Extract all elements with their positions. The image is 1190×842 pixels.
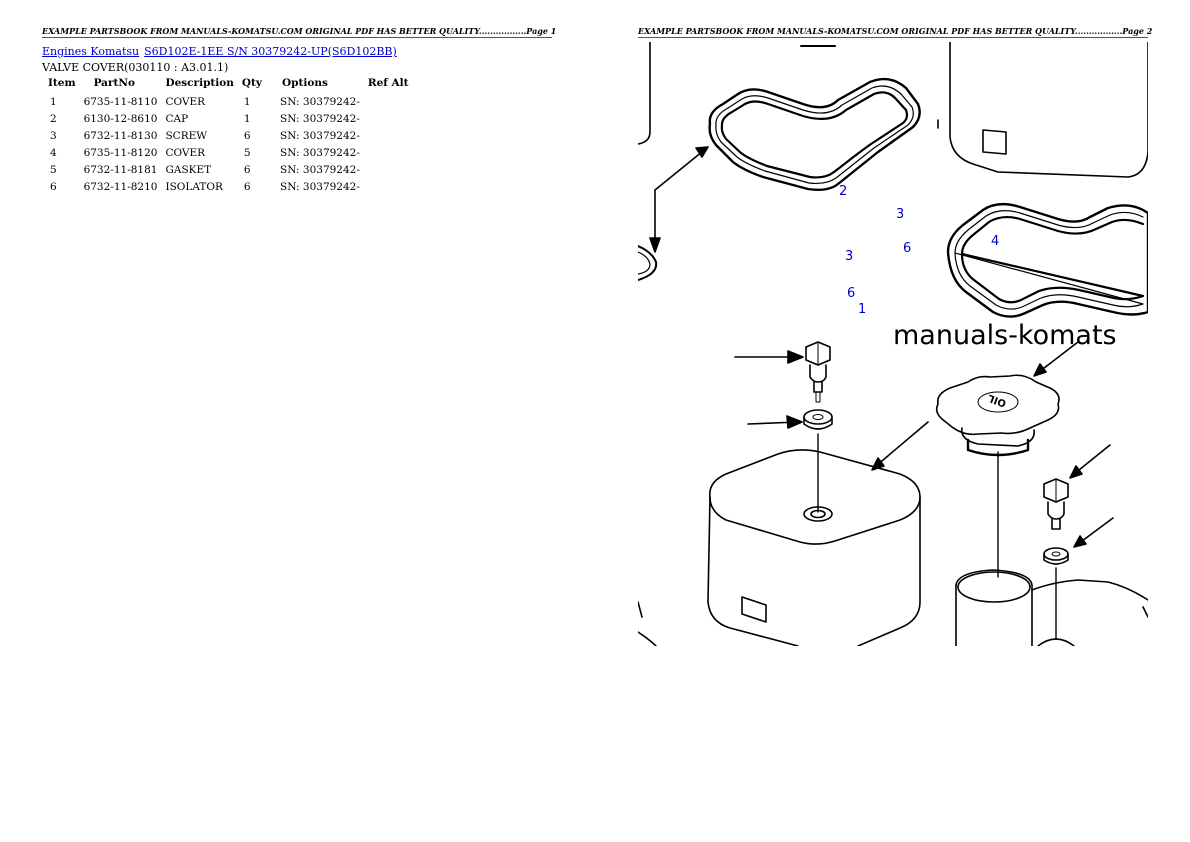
table-row: 2 6130-12-8610 CAP 1 SN: 30379242- bbox=[44, 110, 412, 127]
table-row: 6 6732-11-8210 ISOLATOR 6 SN: 30379242- bbox=[44, 178, 412, 195]
cell-partno: 6732-11-8181 bbox=[83, 163, 158, 176]
col-header-options: Options bbox=[282, 77, 328, 89]
cell-description: GASKET bbox=[165, 163, 212, 176]
callout-4: 4 bbox=[991, 234, 999, 249]
cell-refalt bbox=[364, 127, 413, 144]
gasket-icon bbox=[708, 77, 921, 192]
washer-icon bbox=[1043, 547, 1069, 565]
page-2: EXAMPLE PARTSBOOK FROM MANUALS-KOMATSU.C… bbox=[595, 0, 1190, 842]
callout-3: 3 bbox=[896, 207, 904, 222]
cell-qty: 1 bbox=[243, 95, 251, 108]
col-header-item: Item bbox=[48, 77, 76, 89]
cell-item: 3 bbox=[50, 129, 57, 142]
cell-partno: 6732-11-8210 bbox=[83, 180, 158, 193]
cell-options: SN: 30379242- bbox=[280, 95, 360, 108]
cell-refalt bbox=[364, 178, 413, 195]
page-header: EXAMPLE PARTSBOOK FROM MANUALS-KOMATSU.C… bbox=[42, 26, 557, 38]
cell-item: 5 bbox=[50, 163, 57, 176]
col-header-partno: PartNo bbox=[93, 77, 135, 89]
cell-refalt bbox=[364, 110, 413, 127]
cell-refalt bbox=[364, 93, 413, 110]
cell-qty: 6 bbox=[243, 129, 251, 142]
table-row: 4 6735-11-8120 COVER 5 SN: 30379242- bbox=[44, 144, 412, 161]
oil-cap-icon bbox=[935, 374, 1060, 457]
cell-qty: 5 bbox=[243, 146, 251, 159]
cell-options: SN: 30379242- bbox=[280, 112, 360, 125]
table-row: 1 6735-11-8110 COVER 1 SN: 30379242- bbox=[44, 93, 412, 110]
section-title: VALVE COVER(030110 : A3.01.1) bbox=[42, 61, 229, 74]
callout-6: 6 bbox=[903, 241, 911, 256]
callout-2: 2 bbox=[839, 184, 847, 199]
callout-1: 1 bbox=[858, 302, 866, 317]
table-header-row: Item PartNo Description Qty Options Ref … bbox=[44, 75, 412, 93]
parts-table: Item PartNo Description Qty Options Ref … bbox=[44, 75, 412, 195]
cell-item: 2 bbox=[50, 112, 57, 125]
cell-refalt bbox=[364, 144, 413, 161]
cell-description: CAP bbox=[165, 112, 189, 125]
gasket-icon bbox=[946, 202, 1148, 318]
cell-description: COVER bbox=[165, 95, 206, 108]
valve-cover-icon bbox=[707, 449, 921, 646]
cell-item: 4 bbox=[50, 146, 57, 159]
cell-partno: 6130-12-8610 bbox=[83, 112, 158, 125]
cell-item: 6 bbox=[50, 180, 57, 193]
cap-marking: OIL bbox=[986, 392, 1008, 409]
watermark: manuals-komats bbox=[893, 320, 1117, 351]
page-header: EXAMPLE PARTSBOOK FROM MANUALS-KOMATSU.C… bbox=[638, 26, 1153, 38]
table-row: 5 6732-11-8181 GASKET 6 SN: 30379242- bbox=[44, 161, 412, 178]
table-row: 3 6732-11-8130 SCREW 6 SN: 30379242- bbox=[44, 127, 412, 144]
cell-options: SN: 30379242- bbox=[280, 146, 360, 159]
cell-description: ISOLATOR bbox=[165, 180, 223, 193]
col-header-qty: Qty bbox=[241, 77, 263, 89]
washer-icon bbox=[803, 409, 833, 430]
cell-qty: 1 bbox=[243, 112, 251, 125]
cell-options: SN: 30379242- bbox=[280, 180, 360, 193]
callout-6b: 6 bbox=[847, 286, 855, 301]
page-1: EXAMPLE PARTSBOOK FROM MANUALS-KOMATSU.C… bbox=[42, 26, 557, 195]
bolt-icon bbox=[1043, 478, 1069, 530]
cell-partno: 6732-11-8130 bbox=[83, 129, 158, 142]
cell-partno: 6735-11-8110 bbox=[83, 95, 158, 108]
callout-3b: 3 bbox=[845, 249, 853, 264]
cell-refalt bbox=[364, 161, 413, 178]
cell-description: COVER bbox=[165, 146, 206, 159]
cell-qty: 6 bbox=[243, 180, 251, 193]
col-header-description: Description bbox=[165, 77, 234, 89]
cell-options: SN: 30379242- bbox=[280, 129, 360, 142]
breadcrumb-link-model[interactable]: S6D102E-1EE S/N 30379242-UP(S6D102BB) bbox=[144, 45, 397, 58]
cell-partno: 6735-11-8120 bbox=[83, 146, 158, 159]
breadcrumb: Engines Komatsu S6D102E-1EE S/N 30379242-… bbox=[42, 45, 397, 58]
cell-qty: 6 bbox=[243, 163, 251, 176]
exploded-parts-diagram: 2 3 6 4 3 6 1 manuals-komats OIL bbox=[638, 42, 1148, 646]
cell-description: SCREW bbox=[165, 129, 208, 142]
col-header-refalt: Ref Alt bbox=[367, 77, 409, 89]
cell-item: 1 bbox=[50, 95, 57, 108]
breadcrumb-link-engines[interactable]: Engines Komatsu bbox=[42, 45, 140, 58]
bolt-icon bbox=[805, 341, 831, 403]
cell-options: SN: 30379242- bbox=[280, 163, 360, 176]
